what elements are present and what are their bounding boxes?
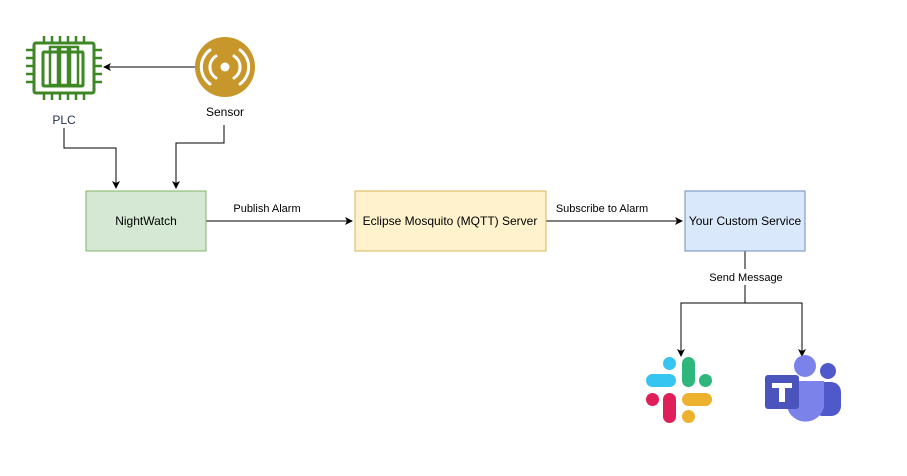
send-message-label: Send Message [709, 272, 782, 284]
publish-alarm-label: Publish Alarm [233, 203, 300, 215]
wireless-sensor-icon [195, 37, 255, 97]
mqtt-server-box [354, 190, 547, 252]
nightwatch-box [85, 190, 207, 252]
plc-node[interactable]: PLC [26, 36, 102, 127]
edge-send-message-to-teams [745, 302, 806, 357]
slack-logo-icon[interactable] [646, 357, 712, 423]
sensor-label: Sensor [206, 105, 244, 119]
nightwatch-node[interactable]: NightWatch [85, 190, 207, 252]
edge-send-message-to-slack [677, 302, 745, 357]
edge-plc-to-nightwatch [63, 128, 120, 189]
microsoft-teams-logo-icon[interactable] [765, 355, 841, 422]
mqtt-server-label: Eclipse Mosquito (MQTT) Server [363, 214, 538, 228]
sensor-node[interactable]: Sensor [195, 37, 255, 119]
plc-label: PLC [52, 113, 76, 127]
custom-service-label: Your Custom Service [689, 214, 802, 228]
cpu-chip-icon [26, 36, 102, 100]
edge-sensor-to-nightwatch [172, 125, 225, 189]
edge-labels: Publish Alarm Subscribe to Alarm Send Me… [233, 203, 786, 285]
mqtt-server-node[interactable]: Eclipse Mosquito (MQTT) Server [354, 190, 547, 252]
nightwatch-label: NightWatch [115, 214, 177, 228]
subscribe-to-alarm-label: Subscribe to Alarm [556, 203, 648, 215]
custom-service-node[interactable]: Your Custom Service [684, 190, 806, 252]
custom-service-box [684, 190, 806, 252]
send-message-label-bg [704, 269, 786, 285]
